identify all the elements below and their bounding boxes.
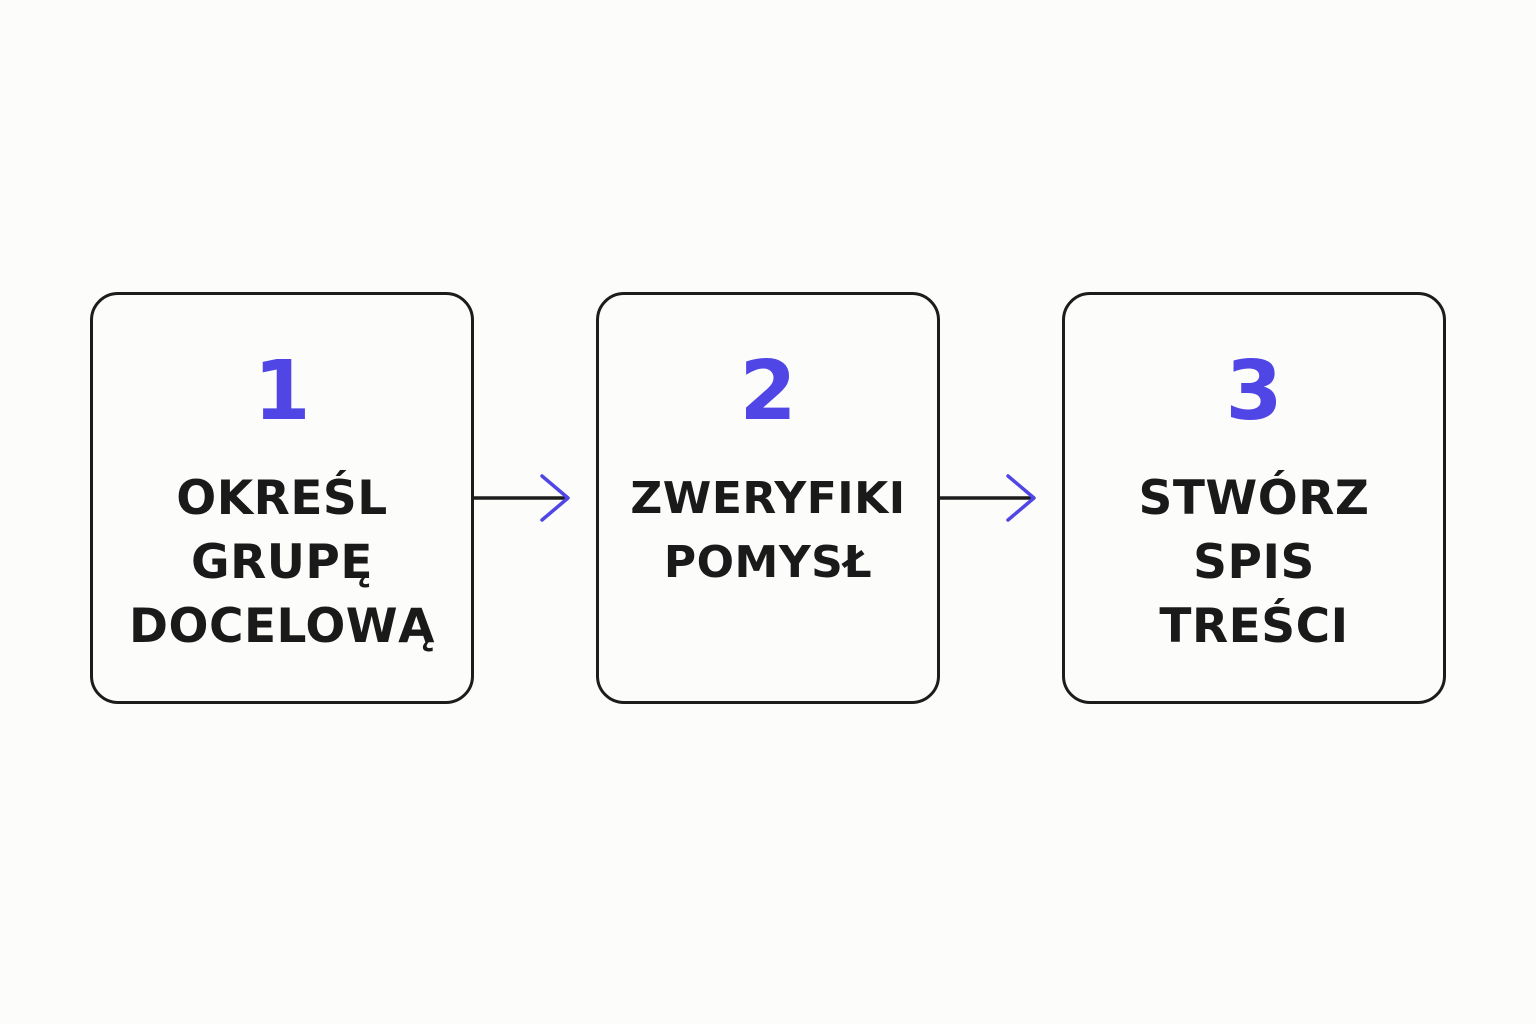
arrow-right-icon	[940, 474, 1036, 522]
step-number-2: 2	[739, 344, 797, 439]
step-label-line: GRUPĘ	[191, 535, 373, 590]
step-box-1: 1 OKREŚL GRUPĘ DOCELOWĄ	[90, 292, 474, 704]
step-box-3: 3 STWÓRZ SPIS TREŚCI	[1062, 292, 1446, 704]
arrow-right-icon	[474, 474, 570, 522]
step-label-line: POMYSŁ	[663, 537, 873, 588]
step-label-line: DOCELOWĄ	[128, 599, 435, 654]
step-label-3: STWÓRZ SPIS TREŚCI	[1065, 467, 1443, 659]
step-number-1: 1	[253, 344, 311, 439]
step-box-2: 2 ZWERYFIKI POMYSŁ	[596, 292, 940, 704]
step-label-2: ZWERYFIKI POMYSŁ	[599, 467, 937, 595]
step-label-line: SPIS	[1193, 535, 1315, 590]
step-label-line: STWÓRZ	[1138, 471, 1370, 526]
step-label-line: TREŚCI	[1159, 599, 1349, 654]
step-label-line: ZWERYFIKI	[630, 473, 906, 524]
step-label-line: OKREŚL	[176, 471, 388, 526]
step-label-1: OKREŚL GRUPĘ DOCELOWĄ	[93, 467, 471, 659]
step-number-3: 3	[1225, 344, 1283, 439]
